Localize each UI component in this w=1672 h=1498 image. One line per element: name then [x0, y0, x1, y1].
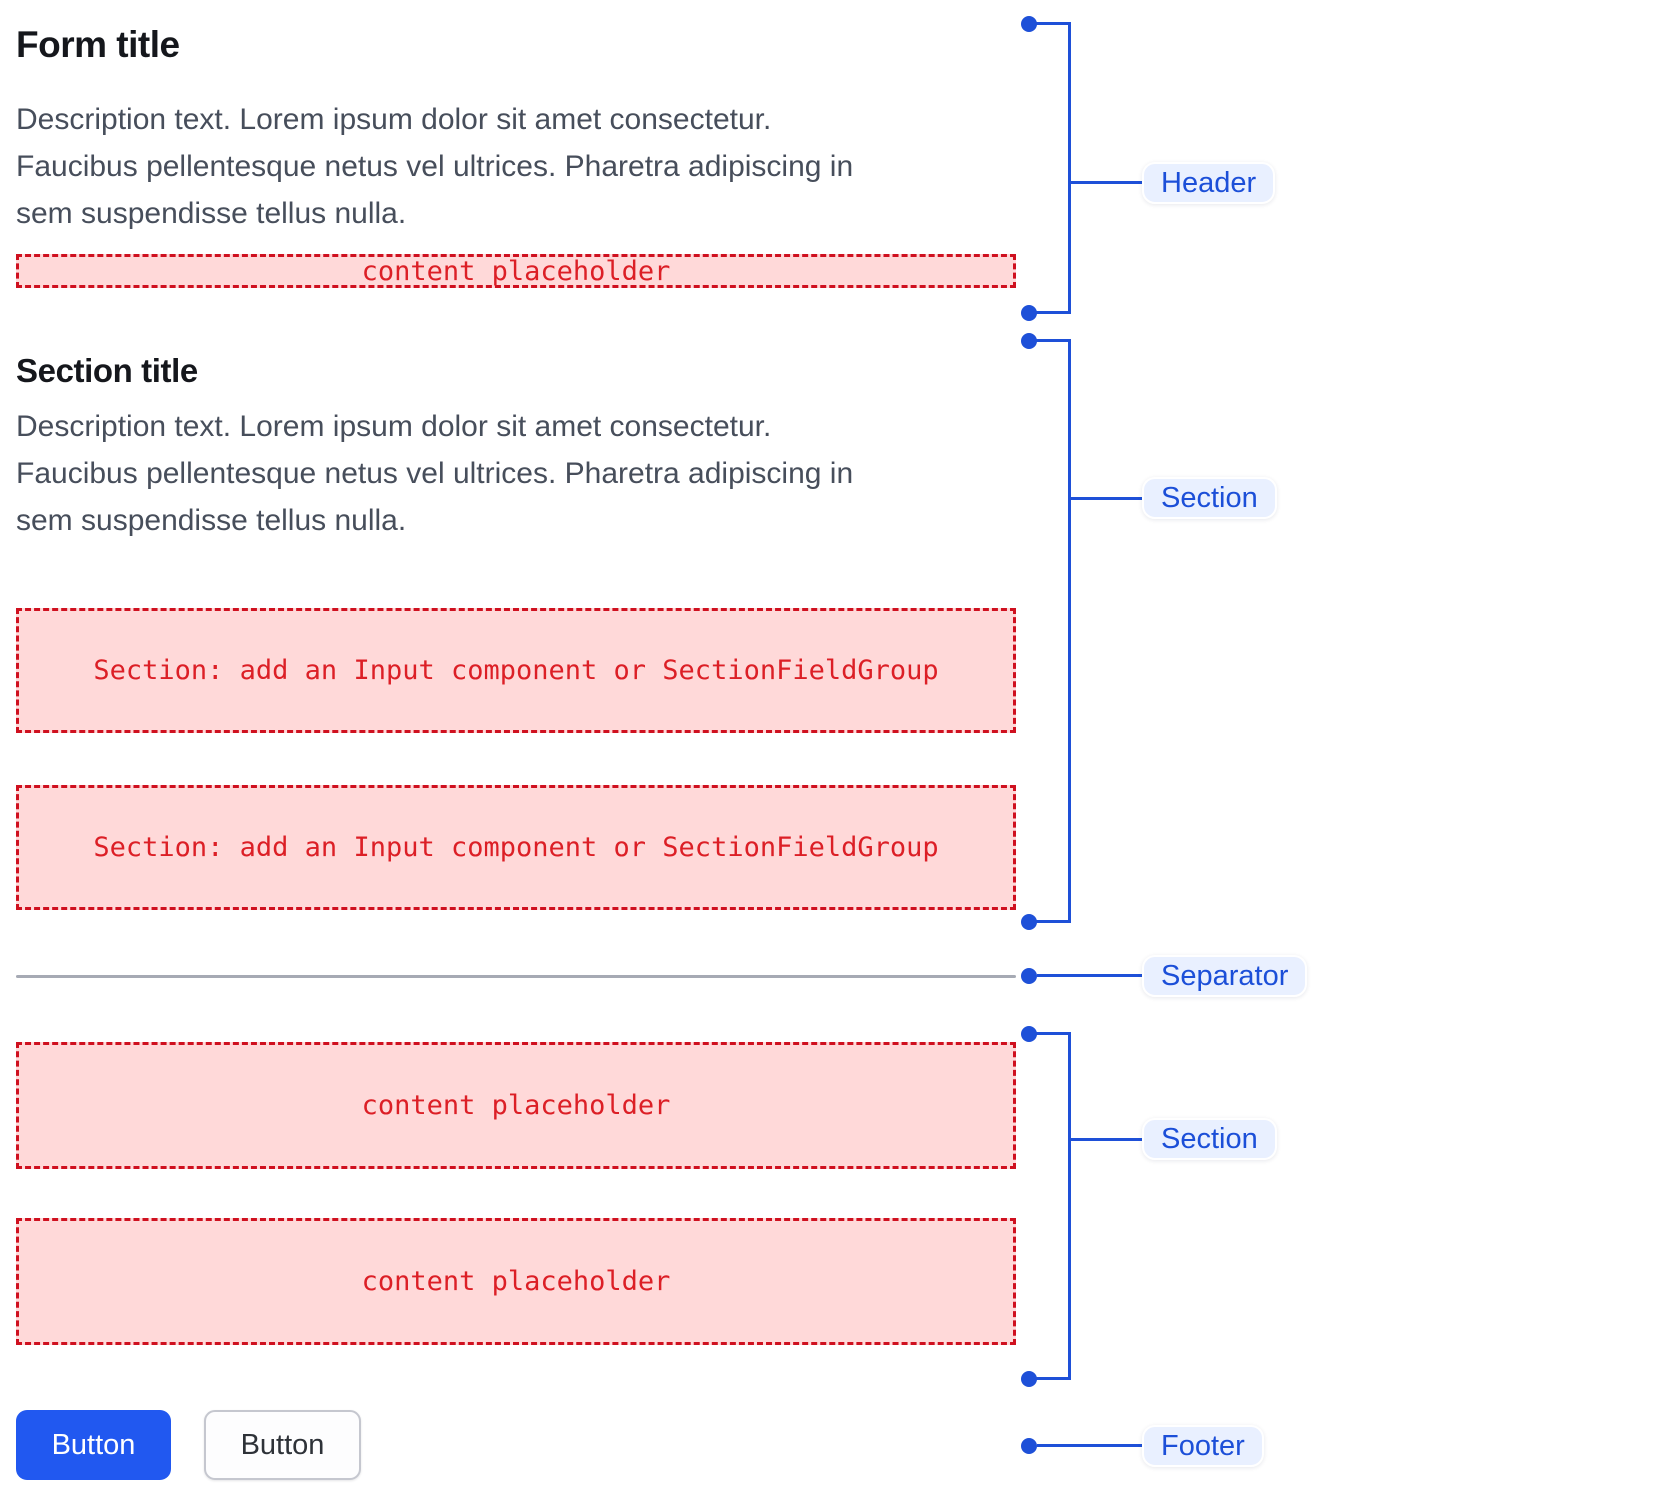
primary-button[interactable]: Button	[16, 1410, 171, 1480]
bracket-line	[1029, 1032, 1071, 1035]
connector-line	[1071, 1138, 1142, 1141]
section-description-line: Faucibus pellentesque netus vel ultrices…	[16, 457, 854, 490]
bracket-line	[1029, 920, 1071, 923]
section-description-line: Description text. Lorem ipsum dolor sit …	[16, 410, 772, 443]
bracket-line	[1068, 22, 1071, 314]
secondary-button[interactable]: Button	[204, 1410, 361, 1480]
bracket-line	[1068, 339, 1071, 923]
form-description-line: Description text. Lorem ipsum dolor sit …	[16, 103, 772, 136]
header-content-placeholder: content placeholder	[16, 254, 1016, 288]
connector-line	[1071, 181, 1142, 184]
section-one-annotation-label: Section	[1142, 477, 1277, 519]
section2-content-placeholder-2: content placeholder	[16, 1218, 1016, 1345]
section-title: Section title	[16, 352, 198, 389]
bracket-line	[1068, 1032, 1071, 1380]
connector-line	[1037, 1444, 1142, 1447]
anchor-dot	[1021, 1438, 1037, 1454]
anchor-dot	[1021, 305, 1037, 321]
form-description: Description text. Lorem ipsum dolor sit …	[16, 96, 946, 237]
connector-line	[1071, 497, 1142, 500]
section2-content-placeholder-1: content placeholder	[16, 1042, 1016, 1169]
anchor-dot	[1021, 914, 1037, 930]
connector-line	[1037, 974, 1142, 977]
section-input-placeholder-1: Section: add an Input component or Secti…	[16, 608, 1016, 733]
form-description-line: sem suspendisse tellus nulla.	[16, 197, 407, 230]
separator-line	[16, 975, 1016, 978]
anchor-dot	[1021, 968, 1037, 984]
section-two-annotation-label: Section	[1142, 1118, 1277, 1160]
anchor-dot	[1021, 1371, 1037, 1387]
bracket-line	[1029, 22, 1071, 25]
form-title: Form title	[16, 24, 180, 65]
section-input-placeholder-2: Section: add an Input component or Secti…	[16, 785, 1016, 910]
bracket-line	[1029, 339, 1071, 342]
footer-annotation-label: Footer	[1142, 1425, 1264, 1467]
form-description-line: Faucibus pellentesque netus vel ultrices…	[16, 150, 854, 183]
bracket-line	[1029, 311, 1071, 314]
section-description-line: sem suspendisse tellus nulla.	[16, 504, 407, 537]
bracket-line	[1029, 1377, 1071, 1380]
section-description: Description text. Lorem ipsum dolor sit …	[16, 403, 946, 544]
separator-annotation-label: Separator	[1142, 955, 1308, 997]
header-annotation-label: Header	[1142, 162, 1276, 204]
